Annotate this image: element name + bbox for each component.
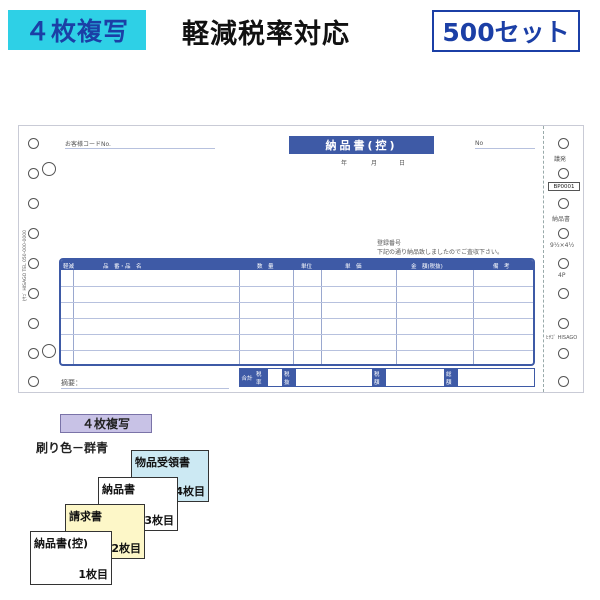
punch-hole-icon [558,198,569,209]
ink-color-label: 刷り色－群青 [36,441,109,455]
summary-row: 合計 税率 税抜 税額 総額 [239,368,535,387]
registration-label: 登録番号 [377,240,402,247]
sheet-2-number: 2枚目 [111,542,141,555]
punch-hole-icon [42,344,56,358]
table-divider [396,270,397,364]
punch-hole-icon [28,288,39,299]
punch-hole-icon [558,376,569,387]
table-row-line [61,286,533,287]
date-month: 月 [371,160,378,167]
punch-hole-icon [28,376,39,387]
delivery-form-preview: ﾋｻｺﾞ HISAGO TEL 050-000-0000 お客様コードNo. 納… [18,125,584,393]
strip-mark-1: 議発 [554,156,567,163]
copies-badge: ４枚複写 [60,414,152,433]
date-year: 年 [341,160,348,167]
summary-cell [295,368,373,387]
col-item: 品 番・品 名 [103,264,142,270]
punch-hole-icon [28,318,39,329]
table-divider [239,270,240,364]
form-title: 納品書(控) [289,136,434,154]
punch-hole-icon [558,228,569,239]
sheet-3-label: 納品書 [102,483,135,496]
summary-tax-excluded-label: 税抜 [283,368,295,387]
side-vertical-text: ﾋｻｺﾞ HISAGO TEL 050-000-0000 [23,230,28,301]
table-row-line [61,318,533,319]
strip-mark-3: 9½×4½ [550,242,575,249]
sheet-4-label: 物品受領書 [135,456,190,469]
set-count-box: 500セット [432,10,580,52]
table-header: 軽減 品 番・品 名 数 量 単位 単 価 金 額(税抜) 備 考 [61,260,533,270]
remarks-line [61,388,229,389]
delivery-note: 下記の通り納品致しましたのでご査収下さい。 [377,249,504,256]
customer-code-line [65,148,215,149]
table-row-line [61,302,533,303]
summary-grand-label: 総額 [445,368,457,387]
number-line [475,148,535,149]
col-amount: 金 額(税抜) [411,264,443,270]
table-divider [293,270,294,364]
col-price: 単 価 [345,264,362,270]
summary-cell [267,368,283,387]
table-divider [321,270,322,364]
remarks-label: 摘要： [61,379,82,387]
table-row-line [61,350,533,351]
col-reduced: 軽減 [63,264,75,270]
number-label: No [475,140,484,147]
punch-hole-icon [42,162,56,176]
date-day: 日 [399,160,406,167]
table-row-line [61,334,533,335]
punch-hole-icon [28,168,39,179]
sheet-2-label: 請求書 [69,510,102,523]
col-remarks: 備 考 [493,264,510,270]
sheet-1: 納品書(控) 1枚目 [30,531,112,585]
summary-cell [457,368,535,387]
right-tear-strip: 議発 BP0001 納品書 9½×4½ 4P ﾋｻｺﾞ HISAGO [543,126,584,392]
table-divider [73,270,74,364]
strip-mark-2: 納品書 [552,216,571,223]
summary-tax-label: 税額 [373,368,385,387]
copies-badge-top: ４枚複写 [8,10,146,50]
punch-hole-icon [558,138,569,149]
table-divider [473,270,474,364]
sheet-3-number: 3枚目 [144,514,174,527]
strip-model-code: BP0001 [548,182,580,191]
summary-tax-rate-label: 税率 [255,368,267,387]
col-qty: 数 量 [257,264,274,270]
punch-hole-icon [28,198,39,209]
punch-hole-icon [558,348,569,359]
strip-mark-4: 4P [558,272,566,279]
punch-hole-icon [28,258,39,269]
summary-cell [385,368,445,387]
headline-tax-support: 軽減税率対応 [182,19,350,50]
col-unit: 単位 [301,264,313,270]
punch-hole-icon [558,168,569,179]
punch-hole-icon [558,318,569,329]
sheet-4-number: 4枚目 [175,485,205,498]
sheet-1-label: 納品書(控) [34,537,89,550]
punch-hole-icon [558,258,569,269]
sheet-1-number: 1枚目 [78,568,108,581]
punch-hole-icon [28,138,39,149]
summary-total-label: 合計 [239,368,255,387]
punch-hole-icon [28,348,39,359]
customer-code-label: お客様コードNo. [65,141,111,148]
strip-mark-5: ﾋｻｺﾞ HISAGO [546,335,578,341]
punch-hole-icon [558,288,569,299]
items-table: 軽減 品 番・品 名 数 量 単位 単 価 金 額(税抜) 備 考 [59,258,535,366]
punch-hole-icon [28,228,39,239]
